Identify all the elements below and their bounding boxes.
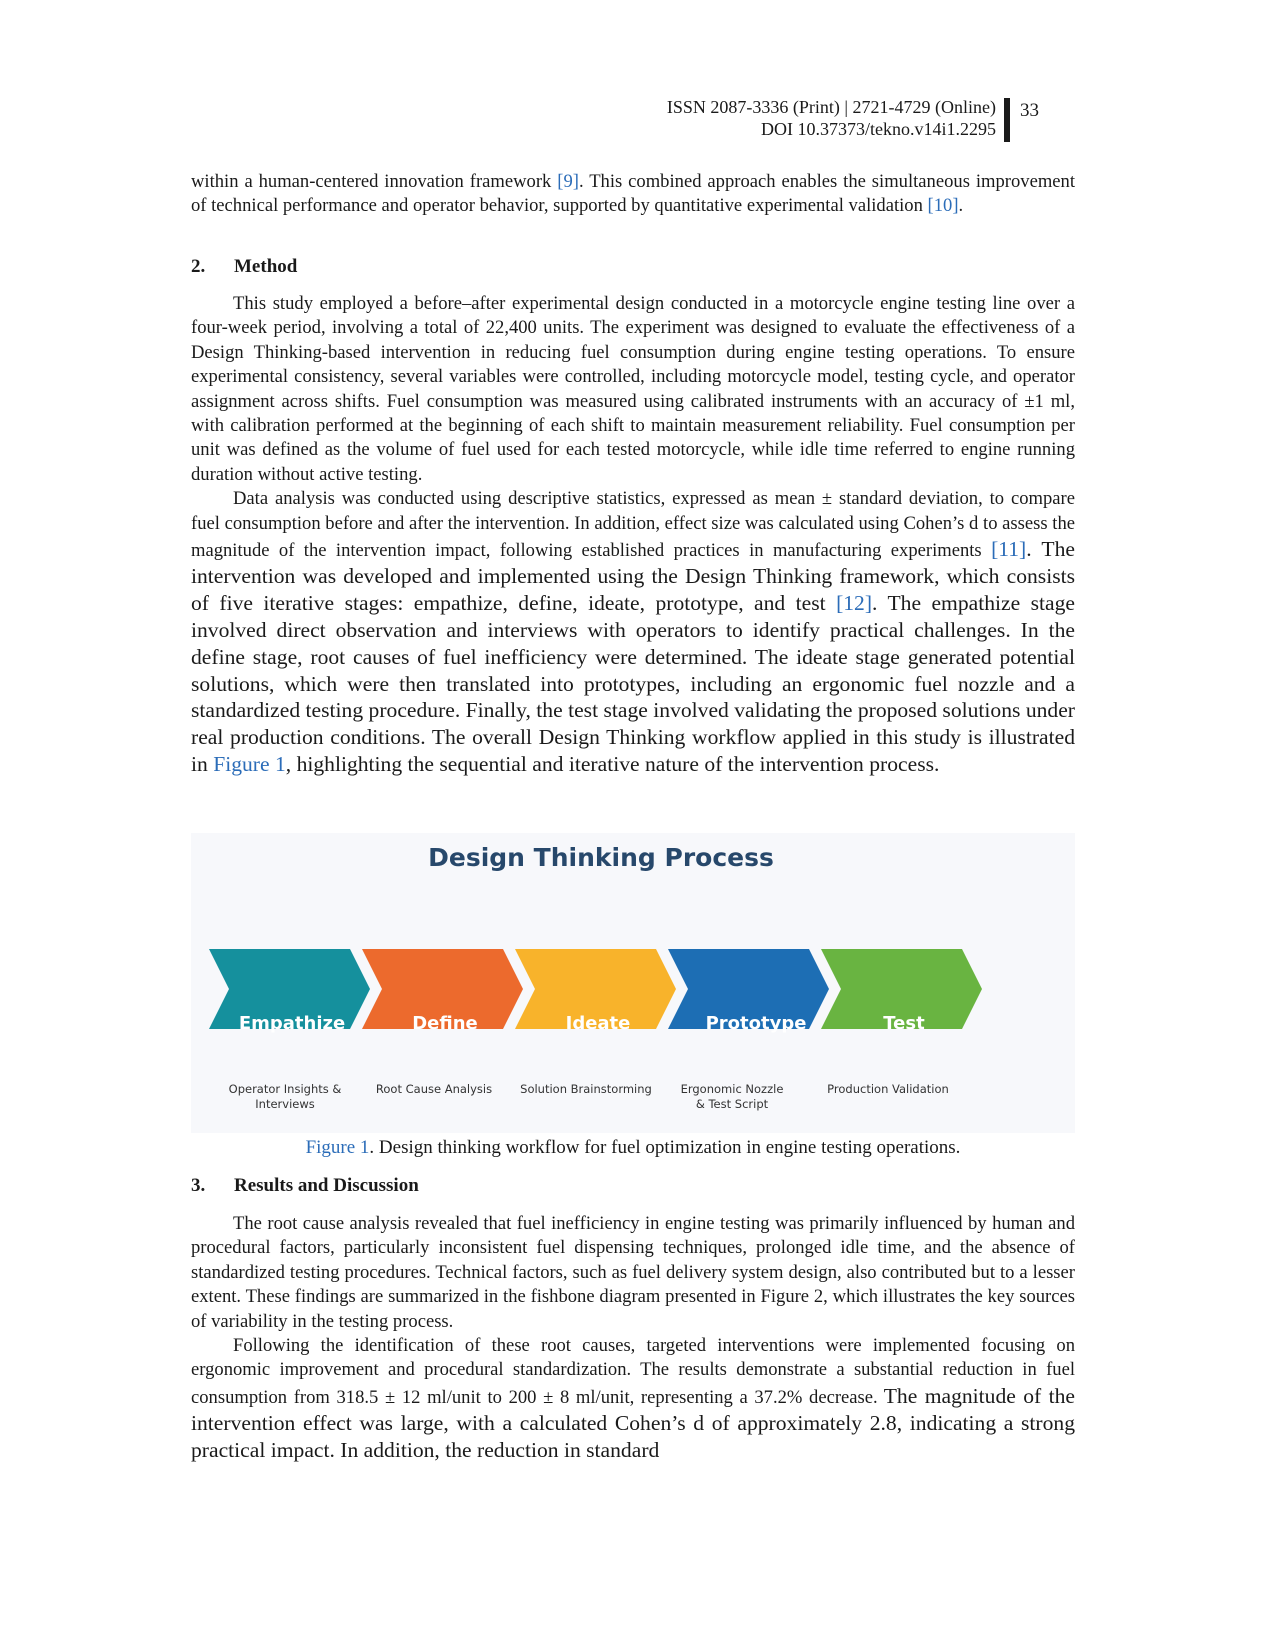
step-ideate-desc: Solution Brainstorming <box>520 1082 652 1096</box>
issn-line: ISSN 2087-3336 (Print) | 2721-4729 (Onli… <box>666 97 996 117</box>
header-divider <box>1004 98 1010 142</box>
section-number: 3. <box>191 1175 206 1196</box>
intro-text: within a human-centered innovation frame… <box>191 171 558 192</box>
results-heading: 3. Results and Discussion <box>191 1175 1075 1197</box>
citation-link[interactable]: [9] <box>557 171 579 192</box>
empathize-arrow <box>209 949 370 1029</box>
method-text: , highlighting the sequential and iterat… <box>285 752 940 777</box>
section-number: 2. <box>191 256 206 277</box>
step-prototype-label: Prototype <box>705 1013 807 1034</box>
step-test-label: Test <box>883 1013 925 1034</box>
process-arrows <box>209 949 982 1029</box>
results-body: The root cause analysis revealed that fu… <box>191 1212 1075 1464</box>
citation-link[interactable]: [10] <box>927 195 959 217</box>
define-arrow <box>362 949 523 1029</box>
figure-1: Design Thinking Process Empathize Define… <box>191 833 1075 1133</box>
page-header: ISSN 2087-3336 (Print) | 2721-4729 (Onli… <box>560 96 1080 144</box>
results-paragraph: Following the identification of these ro… <box>191 1334 1075 1464</box>
page-number: 33 <box>1020 100 1039 121</box>
intro-text: . This combined approach enables the sim… <box>191 171 1075 217</box>
journal-info: ISSN 2087-3336 (Print) | 2721-4729 (Onli… <box>667 96 996 140</box>
method-paragraph: This study employed a before–after exper… <box>191 293 1075 485</box>
ideate-arrow <box>515 949 676 1029</box>
method-text: . The intervention was developed and imp… <box>191 537 1075 616</box>
step-ideate-label: Ideate <box>565 1013 631 1034</box>
method-body: This study employed a before–after exper… <box>191 292 1075 778</box>
step-prototype-desc: Ergonomic Nozzle& Test Script <box>680 1082 784 1111</box>
results-text: The magnitude of the intervention effect… <box>191 1383 1076 1463</box>
figure-link[interactable]: Figure 1 <box>213 752 286 777</box>
results-paragraph: The root cause analysis revealed that fu… <box>191 1213 1075 1332</box>
step-empathize-desc: Operator Insights &Interviews <box>228 1082 342 1111</box>
figure-title: Design Thinking Process <box>428 843 774 872</box>
step-define-desc: Root Cause Analysis <box>375 1082 493 1096</box>
method-heading: 2. Method <box>191 256 1075 278</box>
method-text: Data analysis was conducted using descri… <box>191 488 1075 562</box>
step-test-desc: Production Validation <box>827 1082 949 1096</box>
citation-link[interactable]: [12] <box>836 591 873 616</box>
step-empathize-label: Empathize <box>238 1013 346 1034</box>
intro-paragraph: within a human-centered innovation frame… <box>191 170 1075 219</box>
method-text: . The empathize stage involved direct ob… <box>191 591 1075 777</box>
results-text: Following the identification of these ro… <box>191 1335 1075 1408</box>
doi-line: DOI 10.37373/tekno.v14i1.2295 <box>761 119 996 139</box>
citation-link[interactable]: [11] <box>991 537 1027 562</box>
method-paragraph: Data analysis was conducted using descri… <box>191 487 1075 778</box>
intro-section: within a human-centered innovation frame… <box>191 170 1075 219</box>
test-arrow <box>821 949 982 1029</box>
figure-link[interactable]: Figure 1 <box>305 1137 370 1158</box>
prototype-arrow <box>668 949 829 1029</box>
section-title: Results and Discussion <box>234 1175 419 1196</box>
section-title: Method <box>234 256 298 277</box>
caption-text: . Design thinking workflow for fuel opti… <box>369 1137 961 1158</box>
figure-caption: Figure 1. Design thinking workflow for f… <box>191 1136 1075 1160</box>
step-define-label: Define <box>412 1013 478 1034</box>
intro-text: . <box>958 195 964 217</box>
